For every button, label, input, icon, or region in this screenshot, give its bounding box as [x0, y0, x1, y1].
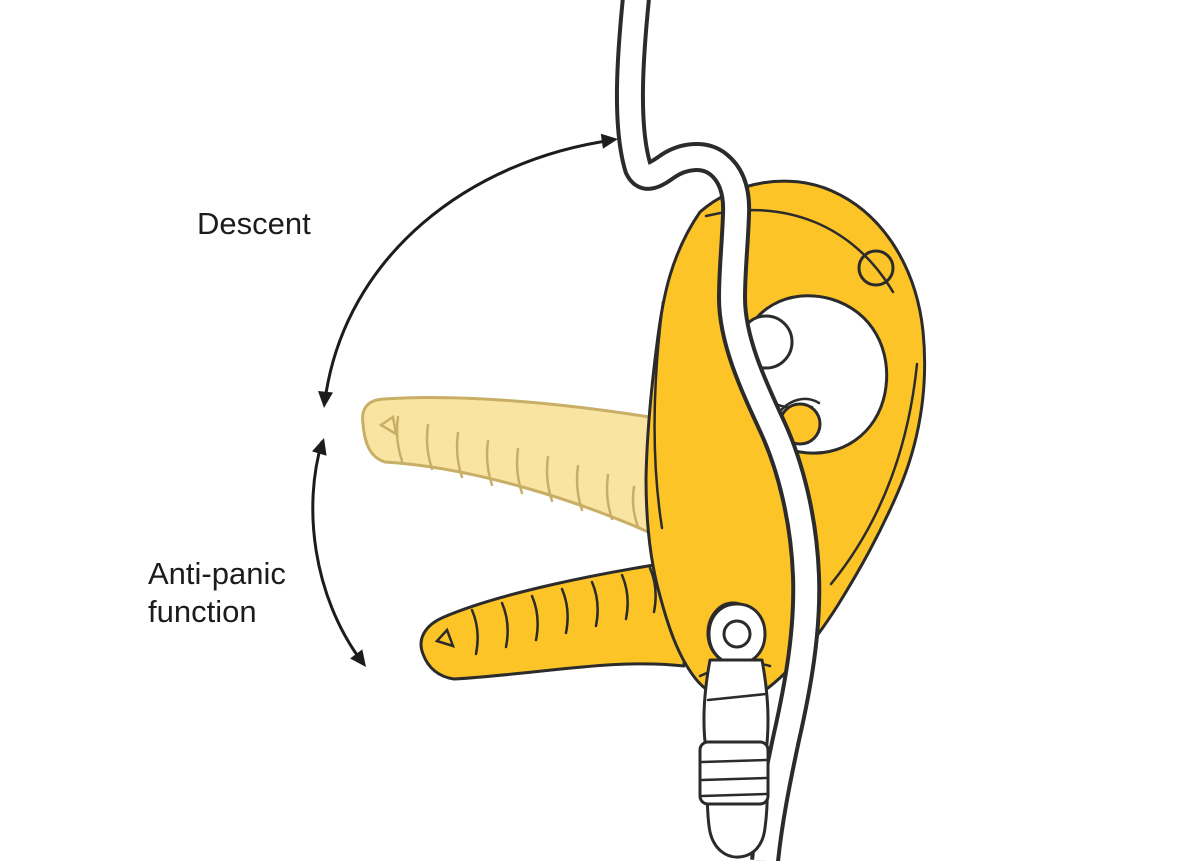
handle-descent-position — [361, 396, 670, 542]
anti-panic-label-line1: Anti-panic — [148, 556, 286, 591]
locking-sleeve-ridges — [700, 758, 768, 798]
carabiner — [698, 602, 770, 859]
descent-arrow-head-bottom — [318, 391, 333, 408]
anti-panic-arrow-head-top — [312, 438, 327, 456]
handle-grip-ridges — [434, 566, 657, 656]
carabiner-gate-line — [706, 692, 768, 702]
handle-grip-ridges-ghost — [378, 414, 640, 529]
anti-panic-arrow-head-bottom — [350, 649, 366, 667]
handle-anti-panic-position — [419, 558, 688, 681]
rivet — [857, 249, 895, 287]
descent-label: Descent — [197, 206, 311, 241]
descent-arrow — [318, 133, 618, 408]
descent-arrow-head-top — [600, 133, 618, 149]
carabiner-top-link — [707, 602, 767, 666]
anti-panic-label-line2: function — [148, 594, 257, 629]
locking-sleeve — [698, 740, 770, 806]
rope — [614, 0, 822, 861]
anti-panic-arrow — [311, 438, 366, 667]
body-creases — [653, 208, 919, 678]
